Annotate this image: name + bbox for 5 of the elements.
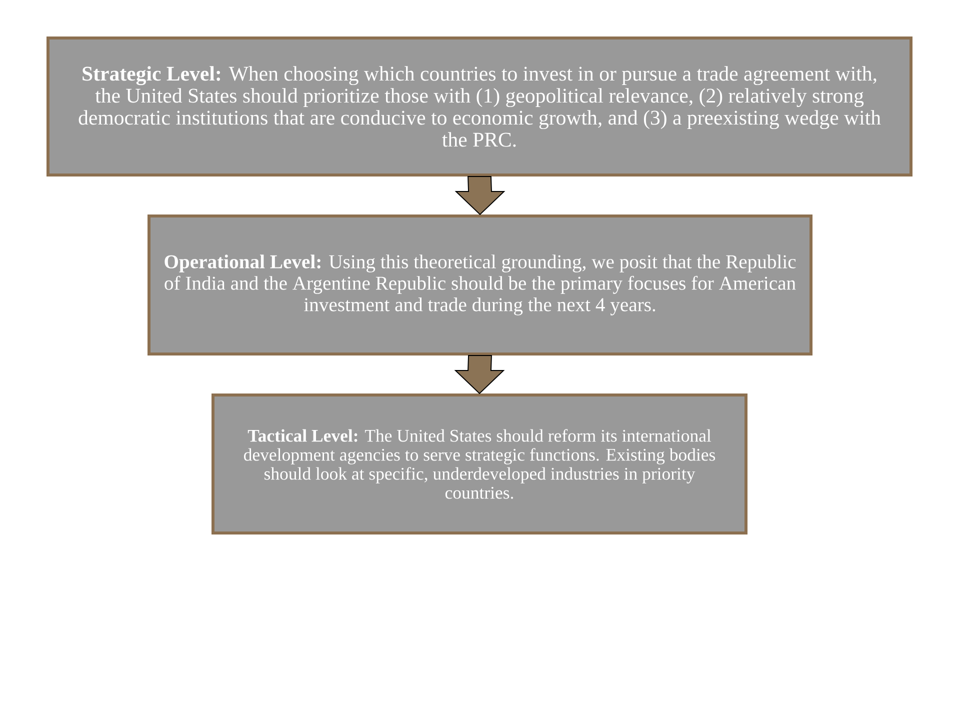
process-box: Strategic Level: When choosing which countries to invest in or pursue a trade agreement with, the United States should prioritize those with (1) geopolitical relevance, (2) relatively strong democratic institutions that are conducive to economic growth, and (3) a preexisting wedge with the PRC. (46, 36, 912, 176)
block-arrow (454, 176, 506, 216)
process-box: Tactical Level: The United States should reform its international development agencies to serve strategic functions. Existing bodies should look at specific, underdeveloped industries in priority countries. (212, 393, 748, 534)
process-box: Operational Level: Using this theoretical grounding, we posit that the Republic of India and the Argentine Republic should be the primary focuses for American investment and trade during the next 4 years. (148, 214, 812, 356)
block-arrow (454, 354, 505, 394)
